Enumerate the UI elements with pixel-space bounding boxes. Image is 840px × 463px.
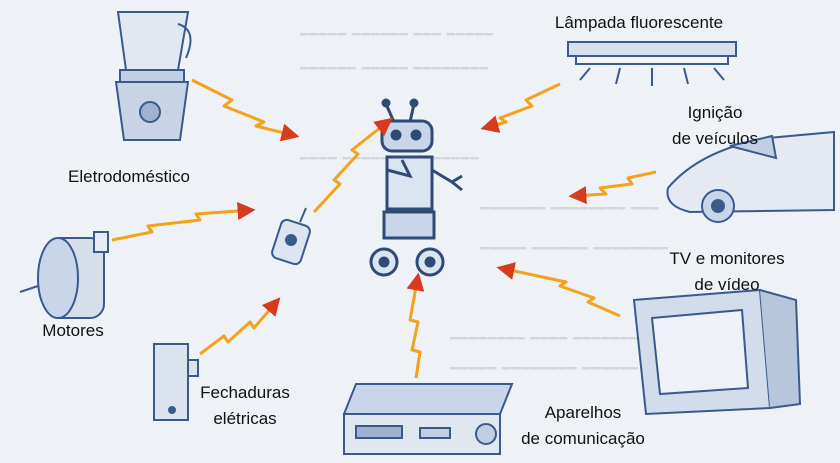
label-motores: Motores <box>42 321 104 340</box>
car-icon <box>666 130 835 223</box>
amplifier-icon <box>342 383 514 455</box>
bolt-lamp <box>480 82 561 133</box>
blender-icon <box>114 11 192 141</box>
label-ignicao-line2: de veículos <box>672 129 758 148</box>
label-fechaduras-line2: elétricas <box>213 409 277 428</box>
bolt-lock <box>199 297 281 356</box>
label-tv: TV e monitores de vídeo <box>652 248 802 296</box>
label-aparelhos: Aparelhos de comunicação <box>498 402 668 450</box>
label-ignicao: Ignição de veículos <box>640 102 790 150</box>
bolt-amplifier <box>406 272 425 379</box>
label-eletrodomestico: Eletrodoméstico <box>68 167 190 186</box>
bolt-tv <box>496 262 621 318</box>
label-fechaduras-line1: Fechaduras <box>200 383 290 402</box>
label-fechaduras: Fechaduras elétricas <box>180 382 310 430</box>
bolt-remote <box>312 117 393 214</box>
bolt-blender <box>191 78 300 142</box>
label-aparelhos-line2: de comunicação <box>521 429 645 448</box>
label-tv-line2: de vídeo <box>694 275 760 294</box>
label-tv-line1: TV e monitores <box>669 249 785 268</box>
fluorescent-lamp-icon <box>567 41 737 86</box>
motor-icon <box>19 231 109 319</box>
label-lampada: Lâmpada fluorescente <box>554 13 724 32</box>
bolt-motor <box>111 202 256 242</box>
label-aparelhos-line1: Aparelhos <box>544 403 622 422</box>
robot-icon <box>369 98 463 277</box>
remote-control-icon <box>271 207 311 266</box>
tv-monitor-icon <box>632 288 802 416</box>
label-ignicao-line1: Ignição <box>687 103 743 122</box>
electric-lock-icon <box>153 343 199 421</box>
bolt-car <box>568 170 657 205</box>
